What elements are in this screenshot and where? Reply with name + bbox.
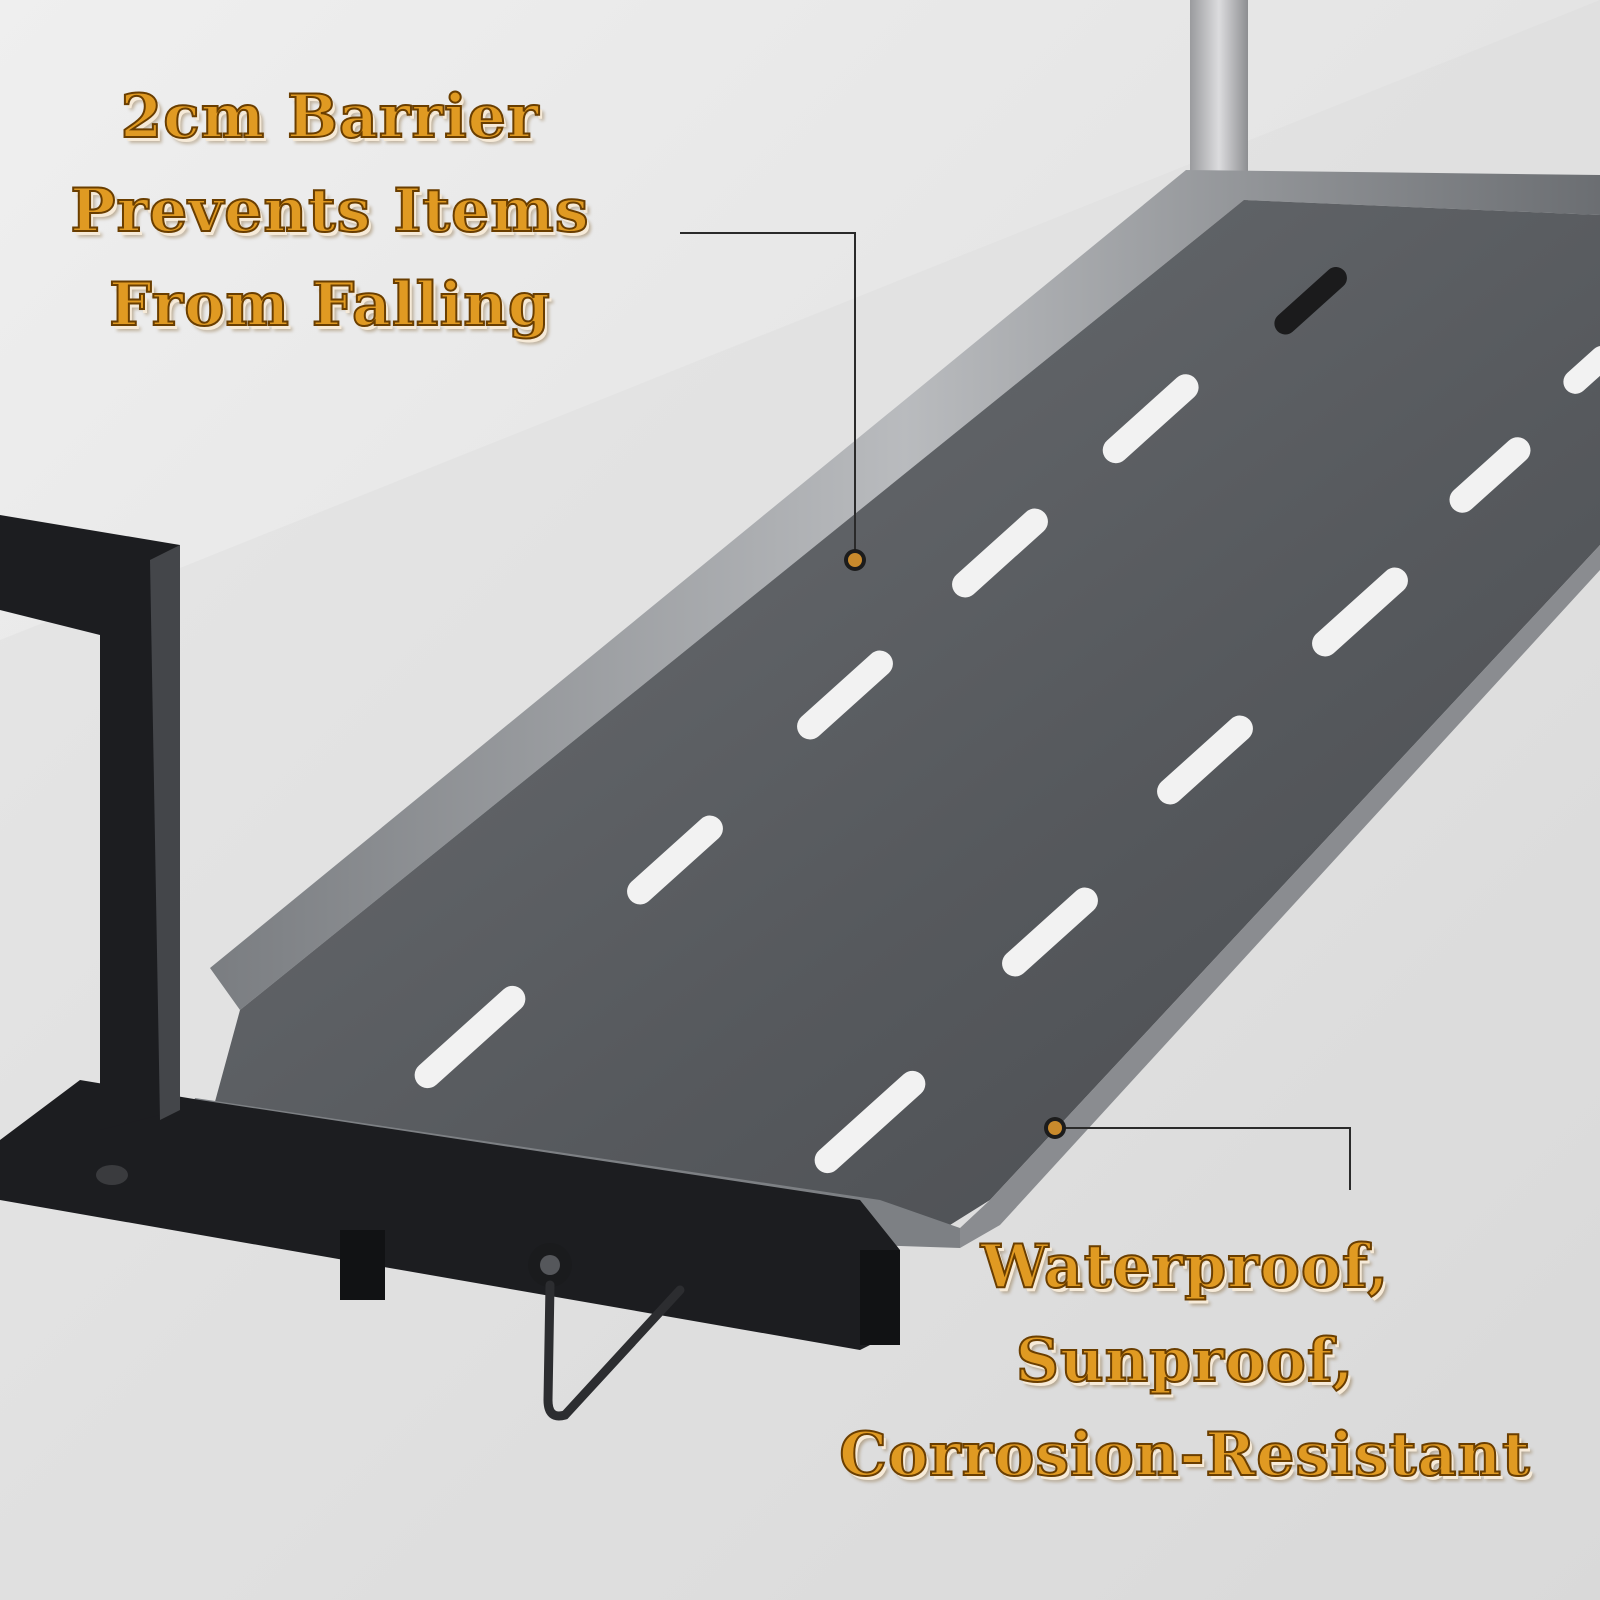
bracket-frame	[0, 515, 180, 1130]
ring-dot-marker	[1044, 1117, 1066, 1139]
material-callout-line-2: Sunproof,	[1015, 1325, 1355, 1397]
bracket-foot-right	[860, 1250, 900, 1345]
leader-line-bottom	[1055, 1127, 1351, 1190]
shelf-surface	[210, 200, 1600, 1225]
hook-knob-cap	[540, 1255, 560, 1275]
hook-rod	[543, 1280, 685, 1421]
material-callout-line-1: Waterproof,	[980, 1231, 1390, 1303]
barrier-callout-line-2: Prevents Items	[69, 175, 590, 247]
bracket-foot-left	[340, 1230, 385, 1300]
material-callout: Waterproof, Sunproof, Corrosion-Resistan…	[790, 1220, 1580, 1502]
barrier-callout: 2cm Barrier Prevents Items From Falling	[40, 70, 620, 352]
material-callout-line-3: Corrosion-Resistant	[838, 1419, 1531, 1491]
drain-slots	[414, 266, 1600, 1174]
screw-hole	[96, 1165, 128, 1185]
barrier-callout-line-1: 2cm Barrier	[119, 81, 540, 153]
ring-dot-marker	[844, 549, 866, 571]
leader-line-top	[680, 232, 856, 560]
shelf-right-edge	[960, 545, 1600, 1248]
bracket-base	[0, 1080, 900, 1350]
bracket-frame-highlight	[150, 545, 180, 1120]
barrier-callout-line-3: From Falling	[108, 269, 551, 341]
